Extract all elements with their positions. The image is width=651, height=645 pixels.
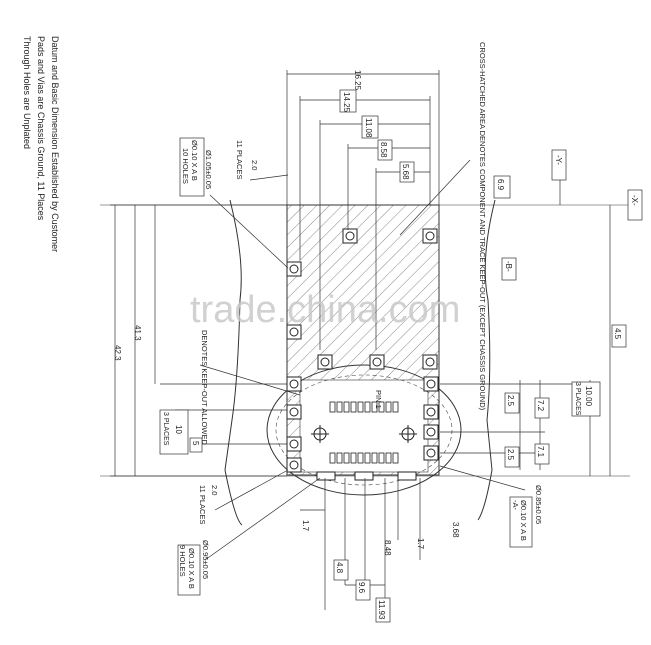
note-1: Datum and Basic Dimension Established by… [50,36,60,252]
dim-bottom-4: 9.6 [357,582,366,594]
dim-bottom-7: 1.7 [416,538,425,550]
crosshatch-note: CROSS-HATCHED AREA DENOTES COMPONENT AND… [478,42,487,411]
svg-text:6.9: 6.9 [496,179,505,191]
dim-right-1: 4.5 [613,328,622,340]
pin-row-bottom [329,452,399,464]
right-dimension-texts: 4.5 10.00 3 PLACES 7.2 2.5 2.5 7.1 [504,324,627,468]
dim-top-3: 11.08 [364,118,373,138]
right-dimension-lines [440,150,611,476]
datum-b: -B- [501,257,517,281]
bottom-dimension-texts: 1.7 4.8 8.48 9.6 11.93 3.68 1.7 [301,520,460,623]
hole-callout-top: Ø1.05±0.05 Ø0.10 X A B 10 HOLES [179,137,289,269]
dim-top-4: 8.58 [379,142,388,158]
dim-right-4: 7.2 [536,400,545,412]
pad-callout-top: 2.0 11 PLACES [235,140,289,181]
svg-text:DENOTES KEEP-OUT ALLOWED: DENOTES KEEP-OUT ALLOWED [200,330,209,445]
svg-text:10 HOLES: 10 HOLES [181,148,190,184]
crosshatch-callout: CROSS-HATCHED AREA DENOTES COMPONENT AND… [399,42,487,411]
dim-right-7: 7.1 [536,446,545,458]
ground-pads [286,228,439,473]
datum-y: -Y- [551,149,567,181]
hole-callout-bottom: Ø0.95±0.05 Ø0.10 X A B 9 HOLES [177,477,321,596]
dim-right-2: 10.00 [584,386,593,407]
svg-text:Ø1.05±0.05: Ø1.05±0.05 [204,150,213,189]
keepout-callout: DENOTES KEEP-OUT ALLOWED PIN 1 [199,330,383,445]
dim-left-4: 3 PLACES [162,412,169,446]
inner-clear-area [299,379,429,473]
dim-right-3: 3 PLACES [574,382,581,416]
svg-text:Ø0.85±0.05: Ø0.85±0.05 [534,485,543,524]
basic-dim-box: 6.9 [493,175,511,199]
svg-text:Ø0.10 X A B: Ø0.10 X A B [519,500,528,541]
dim-top-1: 16.25 [353,70,362,91]
svg-text:-A-: -A- [511,500,520,511]
left-dimension-lines [110,204,287,477]
notes-block: Datum and Basic Dimension Established by… [22,36,60,252]
dim-bottom-3: 8.48 [383,540,392,556]
svg-text:-Y-: -Y- [554,155,563,165]
dim-right-5: 2.5 [506,395,515,407]
note-3: Through Holes are Unplated [22,36,32,149]
note-2: Pads and Vias are Chassis Ground, 11 Pla… [36,36,46,221]
svg-text:2.0: 2.0 [210,485,219,495]
dim-left-2: 42.3 [113,345,122,361]
left-dimension-texts: 41.3 42.3 10 3 PLACES 5 [113,325,203,455]
connector-inner [275,374,453,486]
dim-bottom-1: 1.7 [301,520,310,532]
svg-text:11 PLACES: 11 PLACES [198,485,207,524]
bottom-tabs [316,471,417,481]
connector-outline [266,364,462,496]
dim-top-5: 5.68 [401,164,410,180]
dim-left-1: 41.3 [133,325,142,341]
dim-right-6: 2.5 [506,449,515,461]
dim-left-5: 5 [191,441,200,446]
svg-text:-X-: -X- [630,195,639,206]
hole-callout-right: Ø0.85±0.05 Ø0.10 X A B -A- [439,465,543,548]
svg-text:Ø0.10 X A B: Ø0.10 X A B [187,548,196,589]
dim-left-3: 10 [174,425,183,434]
dim-bottom-6: 3.68 [451,522,460,538]
svg-text:Ø0.10 X A B: Ø0.10 X A B [190,140,199,181]
watermark: trade.china.com [190,289,460,331]
dim-top-2: 14.25 [342,92,351,113]
pad-callout-bottom: 2.0 11 PLACES [198,469,289,524]
svg-text:9 HOLES: 9 HOLES [178,545,187,577]
svg-text:11 PLACES: 11 PLACES [235,140,244,179]
pin-1-label: PIN 1 [374,390,383,409]
mounting-holes [311,425,417,443]
datum-x: -X- [627,189,643,221]
top-dimension-texts: 16.25 14.25 11.08 8.58 5.68 [339,70,415,183]
svg-text:2.0: 2.0 [250,160,259,170]
svg-text:-B-: -B- [504,261,513,272]
dim-bottom-2: 4.8 [335,562,344,574]
bottom-dimension-lines [300,478,421,610]
pin-row-top [329,401,399,413]
dim-bottom-5: 11.93 [377,600,386,620]
